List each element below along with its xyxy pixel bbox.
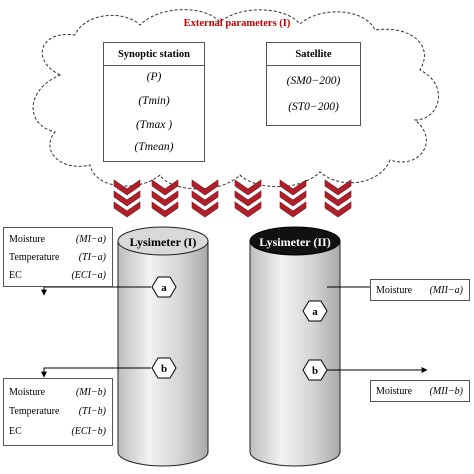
sensor-label: EC xyxy=(9,270,22,281)
downward-arrows xyxy=(113,179,352,218)
sensor-symbol: (MII−b) xyxy=(429,386,463,397)
sensor-row: Moisture (MII−b) xyxy=(371,383,469,401)
chevron-arrow-icon xyxy=(279,179,307,196)
sensor-row: Moisture (MII−a) xyxy=(371,282,469,300)
chevron-arrow-icon xyxy=(151,190,179,207)
svg-text:a: a xyxy=(161,282,167,294)
chevron-arrow-icon xyxy=(324,190,352,207)
chevron-arrow-icon xyxy=(113,190,141,207)
chevron-arrow-icon xyxy=(151,179,179,196)
cloud-title: External parameters (I) xyxy=(184,18,291,29)
param-precipitation: (P) xyxy=(146,71,162,83)
lysimeter-1-sensors-b: Moisture (MI−b) Temperature (TI−b) EC (ECI−… xyxy=(3,378,113,446)
marker-a-right: a xyxy=(302,300,328,322)
svg-text:b: b xyxy=(161,363,167,375)
cloud-shape xyxy=(32,9,439,190)
chevron-arrow-icon xyxy=(234,190,262,207)
sensor-label: Temperature xyxy=(9,406,60,417)
sensor-row: Temperature (TI−a) xyxy=(4,249,112,267)
sensor-symbol: (ECI−b) xyxy=(71,426,106,437)
param-sm: (SM0−200) xyxy=(286,75,341,87)
lysimeter-1: Lysimeter (I) xyxy=(117,226,209,467)
sensor-row: EC (ECI−a) xyxy=(4,267,112,285)
chevron-arrow-icon xyxy=(234,201,262,218)
chevron-arrow-icon xyxy=(191,201,219,218)
synoptic-station-box: Synoptic station (P) (Tmin) (Tmax ) (Tme… xyxy=(103,42,205,162)
chevron-arrow-icon xyxy=(279,190,307,207)
chevron-arrow-icon xyxy=(191,190,219,207)
sensor-label: Temperature xyxy=(9,252,60,263)
connector-left-b xyxy=(41,367,151,378)
sensor-label: Moisture xyxy=(376,285,413,296)
sensor-label: Moisture xyxy=(9,234,46,245)
sensor-row: Moisture (MI−a) xyxy=(4,231,112,249)
sensor-label: EC xyxy=(9,426,22,437)
param-tmean: (Tmean) xyxy=(134,141,174,153)
chevron-arrow-icon xyxy=(279,201,307,218)
sensor-symbol: (MI−b) xyxy=(75,387,106,398)
marker-b-left: b xyxy=(151,357,177,379)
marker-b-right: b xyxy=(302,359,328,381)
param-tmin: (Tmin) xyxy=(138,95,170,107)
sensor-label: Moisture xyxy=(9,387,46,398)
lysimeter-1-sensors-a: Moisture (MI−a) Temperature (TI−a) EC (ECI−… xyxy=(3,227,113,287)
connector-left-a xyxy=(41,286,151,296)
sensor-row: Temperature (TI−b) xyxy=(4,403,112,421)
sensor-symbol: (TI−b) xyxy=(78,406,106,417)
sensor-symbol: (MI−a) xyxy=(75,234,106,245)
param-st: (ST0−200) xyxy=(288,101,339,113)
sensor-row: EC (ECI−b) xyxy=(4,423,112,441)
marker-a-left: a xyxy=(151,276,177,298)
svg-text:b: b xyxy=(312,365,318,377)
sensor-row: Moisture (MI−b) xyxy=(4,384,112,402)
chevron-arrow-icon xyxy=(113,201,141,218)
synoptic-station-header: Synoptic station xyxy=(104,45,204,66)
param-tmax: (Tmax ) xyxy=(135,119,173,131)
lysimeter-2: Lysimeter (II) xyxy=(249,226,341,467)
chevron-arrow-icon xyxy=(324,179,352,196)
satellite-header: Satellite xyxy=(267,45,360,66)
sensor-symbol: (MII−a) xyxy=(429,285,463,296)
sensor-symbol: (ECI−a) xyxy=(71,270,106,281)
chevron-arrow-icon xyxy=(191,179,219,196)
svg-text:a: a xyxy=(312,306,318,318)
chevron-arrow-icon xyxy=(324,201,352,218)
chevron-arrow-icon xyxy=(234,179,262,196)
chevron-arrow-icon xyxy=(113,179,141,196)
lysimeter-1-label: Lysimeter (I) xyxy=(130,235,197,249)
lysimeter-2-label: Lysimeter (II) xyxy=(259,235,330,249)
lysimeter-2-sensors-a: Moisture (MII−a) xyxy=(370,279,470,301)
sensor-symbol: (TI−a) xyxy=(78,252,106,263)
lysimeter-2-sensors-b: Moisture (MII−b) xyxy=(370,380,470,402)
chevron-arrow-icon xyxy=(151,201,179,218)
sensor-label: Moisture xyxy=(376,386,413,397)
satellite-box: Satellite (SM0−200) (ST0−200) xyxy=(266,42,361,126)
